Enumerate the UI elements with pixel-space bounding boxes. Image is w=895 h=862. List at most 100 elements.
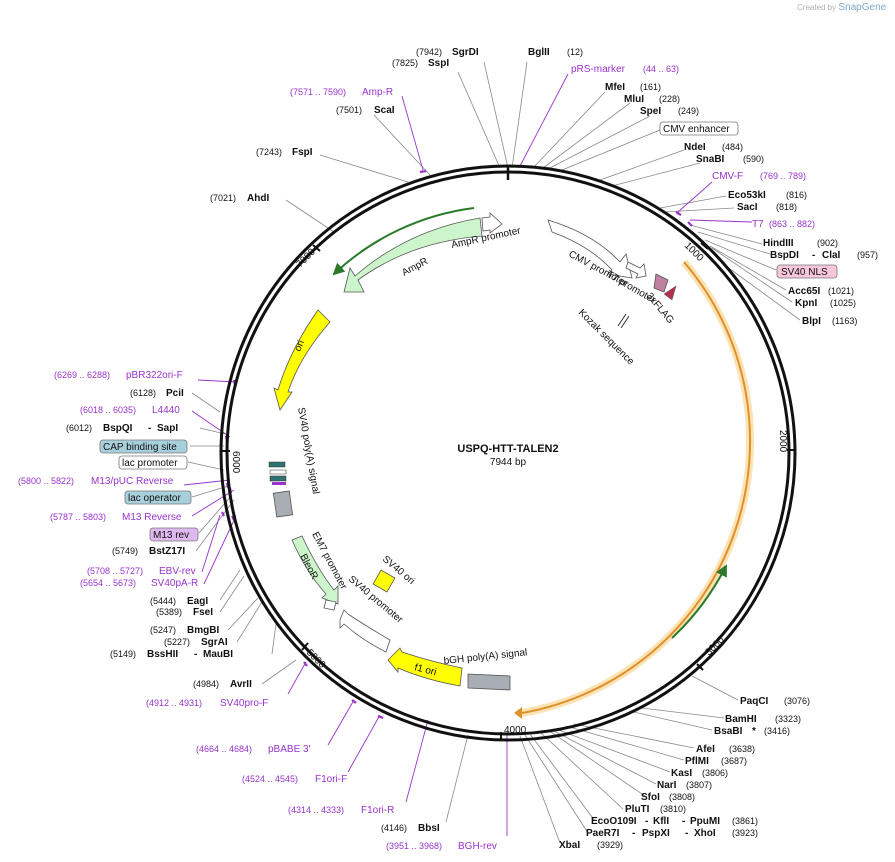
ori-feature[interactable] <box>273 309 331 411</box>
sgrai-pos: (5227) <box>164 637 190 647</box>
sspi-pos: (7825) <box>392 58 418 68</box>
green-orf-arrow <box>671 564 727 639</box>
sv40-promoter-feature[interactable] <box>339 609 391 653</box>
paer7i-sep2: - <box>685 828 688 839</box>
m13puc-pos: (5800 .. 5822) <box>18 476 74 486</box>
fsei-name: FseI <box>193 607 213 618</box>
sgrai-name: SgrAI <box>201 637 228 648</box>
cap-label: CAP binding site <box>103 442 177 453</box>
snabi-name: SnaBI <box>696 154 725 165</box>
tick-2000: 2000 <box>777 430 788 453</box>
sspi-name: SspI <box>428 58 449 69</box>
sfoi-name: SfoI <box>641 792 660 803</box>
f1-ori-feature[interactable] <box>387 647 463 687</box>
ndei-name: NdeI <box>684 142 706 153</box>
f1orir-pos: (4314 .. 4333) <box>288 805 344 815</box>
ampr-primer-name: Amp-R <box>362 87 393 98</box>
bspdi-pos: (957) <box>857 250 878 260</box>
eco0109i-pos: (3861) <box>732 816 758 826</box>
snapgene-credit: Created by SnapGene <box>797 2 887 13</box>
mlui-pos: (228) <box>659 94 680 104</box>
ampr-label: AmpR <box>400 256 430 279</box>
ampr-orf-arrow <box>332 207 475 276</box>
pluti-name: PluTI <box>625 804 650 815</box>
bsshii-name: BssHII <box>147 649 178 660</box>
sgrdi-name: SgrDI <box>452 47 479 58</box>
snabi-pos: (590) <box>743 154 764 164</box>
bp-ticks <box>220 242 796 741</box>
bamhi-pos: (3323) <box>775 714 801 724</box>
sv40pa-name: SV40pA-R <box>151 578 198 589</box>
plasmid-length: 7944 bp <box>490 457 527 468</box>
tick-6000: 6000 <box>230 451 241 474</box>
avrii-name: AvrII <box>230 679 252 690</box>
kasi-name: KasI <box>671 768 692 779</box>
site-labels: (7942) SgrDI BglII (12) (7825) SspI (750… <box>66 47 878 851</box>
ahdi-name: AhdI <box>247 193 269 204</box>
bsshii-sep: - <box>194 649 197 660</box>
tick-4000: 4000 <box>504 725 527 736</box>
bstz17i-name: BstZ17I <box>149 546 185 557</box>
mfei-name: MfeI <box>605 82 625 93</box>
bghrev-pos: (3951 .. 3968) <box>386 841 442 851</box>
cmv-promoter-feature[interactable] <box>547 219 633 279</box>
m13-rev-label: M13 rev <box>153 530 189 541</box>
m13puc-name: M13/pUC Reverse <box>91 476 174 487</box>
spei-pos: (249) <box>678 106 699 116</box>
snapgene-logo-text: SnapGene <box>838 2 887 13</box>
bgh-polya-feature[interactable] <box>467 673 511 691</box>
xbai-pos: (3929) <box>597 840 623 850</box>
ampr-feature[interactable] <box>343 217 483 293</box>
sv40-polya-feature[interactable] <box>272 490 294 518</box>
ebvrev-name: EBV-rev <box>159 566 196 577</box>
bsabi-star: * <box>752 726 756 737</box>
paqci-name: PaqCI <box>740 696 769 707</box>
ahdi-pos: (7021) <box>210 193 236 203</box>
prs-name: pRS-marker <box>571 64 626 75</box>
bspdi-name: BspDI <box>770 250 799 261</box>
l4440-name: L4440 <box>152 405 180 416</box>
bglii-name: BglII <box>528 47 550 58</box>
sapi-name: SapI <box>157 423 178 434</box>
kozak-label: Kozak sequence <box>576 307 636 367</box>
scai-pos: (7501) <box>336 105 362 115</box>
pbabe-pos: (4664 .. 4684) <box>196 744 252 754</box>
primer-labels: pRS-marker (44 .. 63) (7571 .. 7590) Amp… <box>18 64 815 852</box>
em7-promoter-feature[interactable] <box>323 599 337 611</box>
mlui-name: MluI <box>624 94 644 105</box>
cmvf-pos: (769 .. 789) <box>760 171 806 181</box>
clai-name: ClaI <box>822 250 841 261</box>
bamhi-name: BamHI <box>725 714 757 725</box>
m13rev-primer-name: M13 Reverse <box>122 512 182 523</box>
prs-pos: (44 .. 63) <box>643 64 679 74</box>
cmv-enhancer-label: CMV enhancer <box>663 124 730 135</box>
bgh-polya-label: bGH poly(A) signal <box>443 647 528 667</box>
scai-name: ScaI <box>374 105 395 116</box>
pbabe-name: pBABE 3' <box>268 744 311 755</box>
paer7i-pos: (3923) <box>732 828 758 838</box>
boxed-labels: CMV enhancer SV40 NLS CAP binding site l… <box>99 121 838 542</box>
sv40-ori-feature[interactable] <box>372 569 396 593</box>
acc65i-pos: (1021) <box>828 286 854 296</box>
sv40nls-feature[interactable] <box>663 285 677 301</box>
bleor-feature[interactable] <box>291 535 339 605</box>
bbsi-name: BbsI <box>418 823 440 834</box>
t7-promoter-feature[interactable] <box>625 261 647 279</box>
bspdi-sep: - <box>812 250 815 261</box>
kozak-mark-2 <box>620 315 630 329</box>
pcii-name: PciI <box>166 388 184 399</box>
kpni-pos: (1025) <box>830 298 856 308</box>
bspqi-pos: (6012) <box>66 423 92 433</box>
bsshii-pos: (5149) <box>110 649 136 659</box>
cmvf-name: CMV-F <box>712 171 743 182</box>
kozak-mark <box>617 313 627 327</box>
kasi-pos: (3806) <box>702 768 728 778</box>
sv40pa-pos: (5654 .. 5673) <box>80 578 136 588</box>
ampr-promoter-feature[interactable] <box>481 212 503 234</box>
eco53ki-name: Eco53kI <box>728 190 766 201</box>
nari-name: NarI <box>657 780 677 791</box>
flag-feature[interactable] <box>653 273 669 293</box>
maubi-name: MauBI <box>203 649 233 660</box>
sv40pro-pos: (4912 .. 4931) <box>146 698 202 708</box>
f1orif-name: F1ori-F <box>315 774 347 785</box>
